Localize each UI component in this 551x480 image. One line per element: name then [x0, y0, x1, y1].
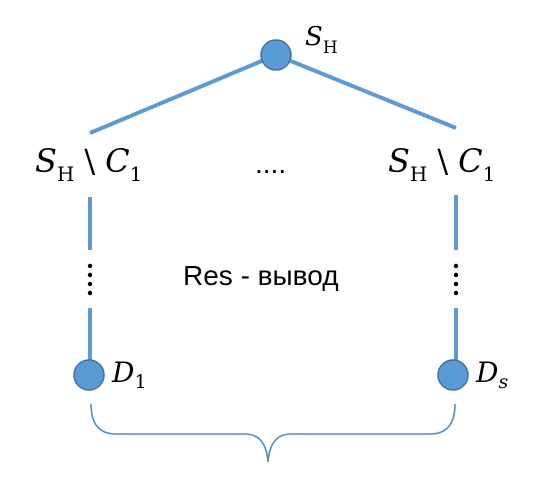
right-leaf-label: Ds	[475, 356, 508, 393]
right-branch-label: SH\C1	[388, 142, 495, 186]
left-branch-label: SH\C1	[35, 142, 142, 186]
left-leaf-label: D1	[111, 356, 147, 393]
root-node	[260, 39, 292, 71]
right-leaf-node	[437, 359, 469, 391]
middle-ellipsis: ....	[255, 148, 286, 179]
left-leaf-node	[73, 359, 105, 391]
root-label: SH	[305, 22, 338, 58]
right-vertical-ellipsis	[453, 263, 459, 296]
resolution-derivation-label: Res - вывод	[183, 260, 339, 291]
left-vertical-ellipsis	[87, 263, 93, 296]
edge-root-left	[89, 53, 277, 135]
bottom-curly-brace	[90, 403, 456, 463]
edge-root-right	[275, 53, 457, 130]
